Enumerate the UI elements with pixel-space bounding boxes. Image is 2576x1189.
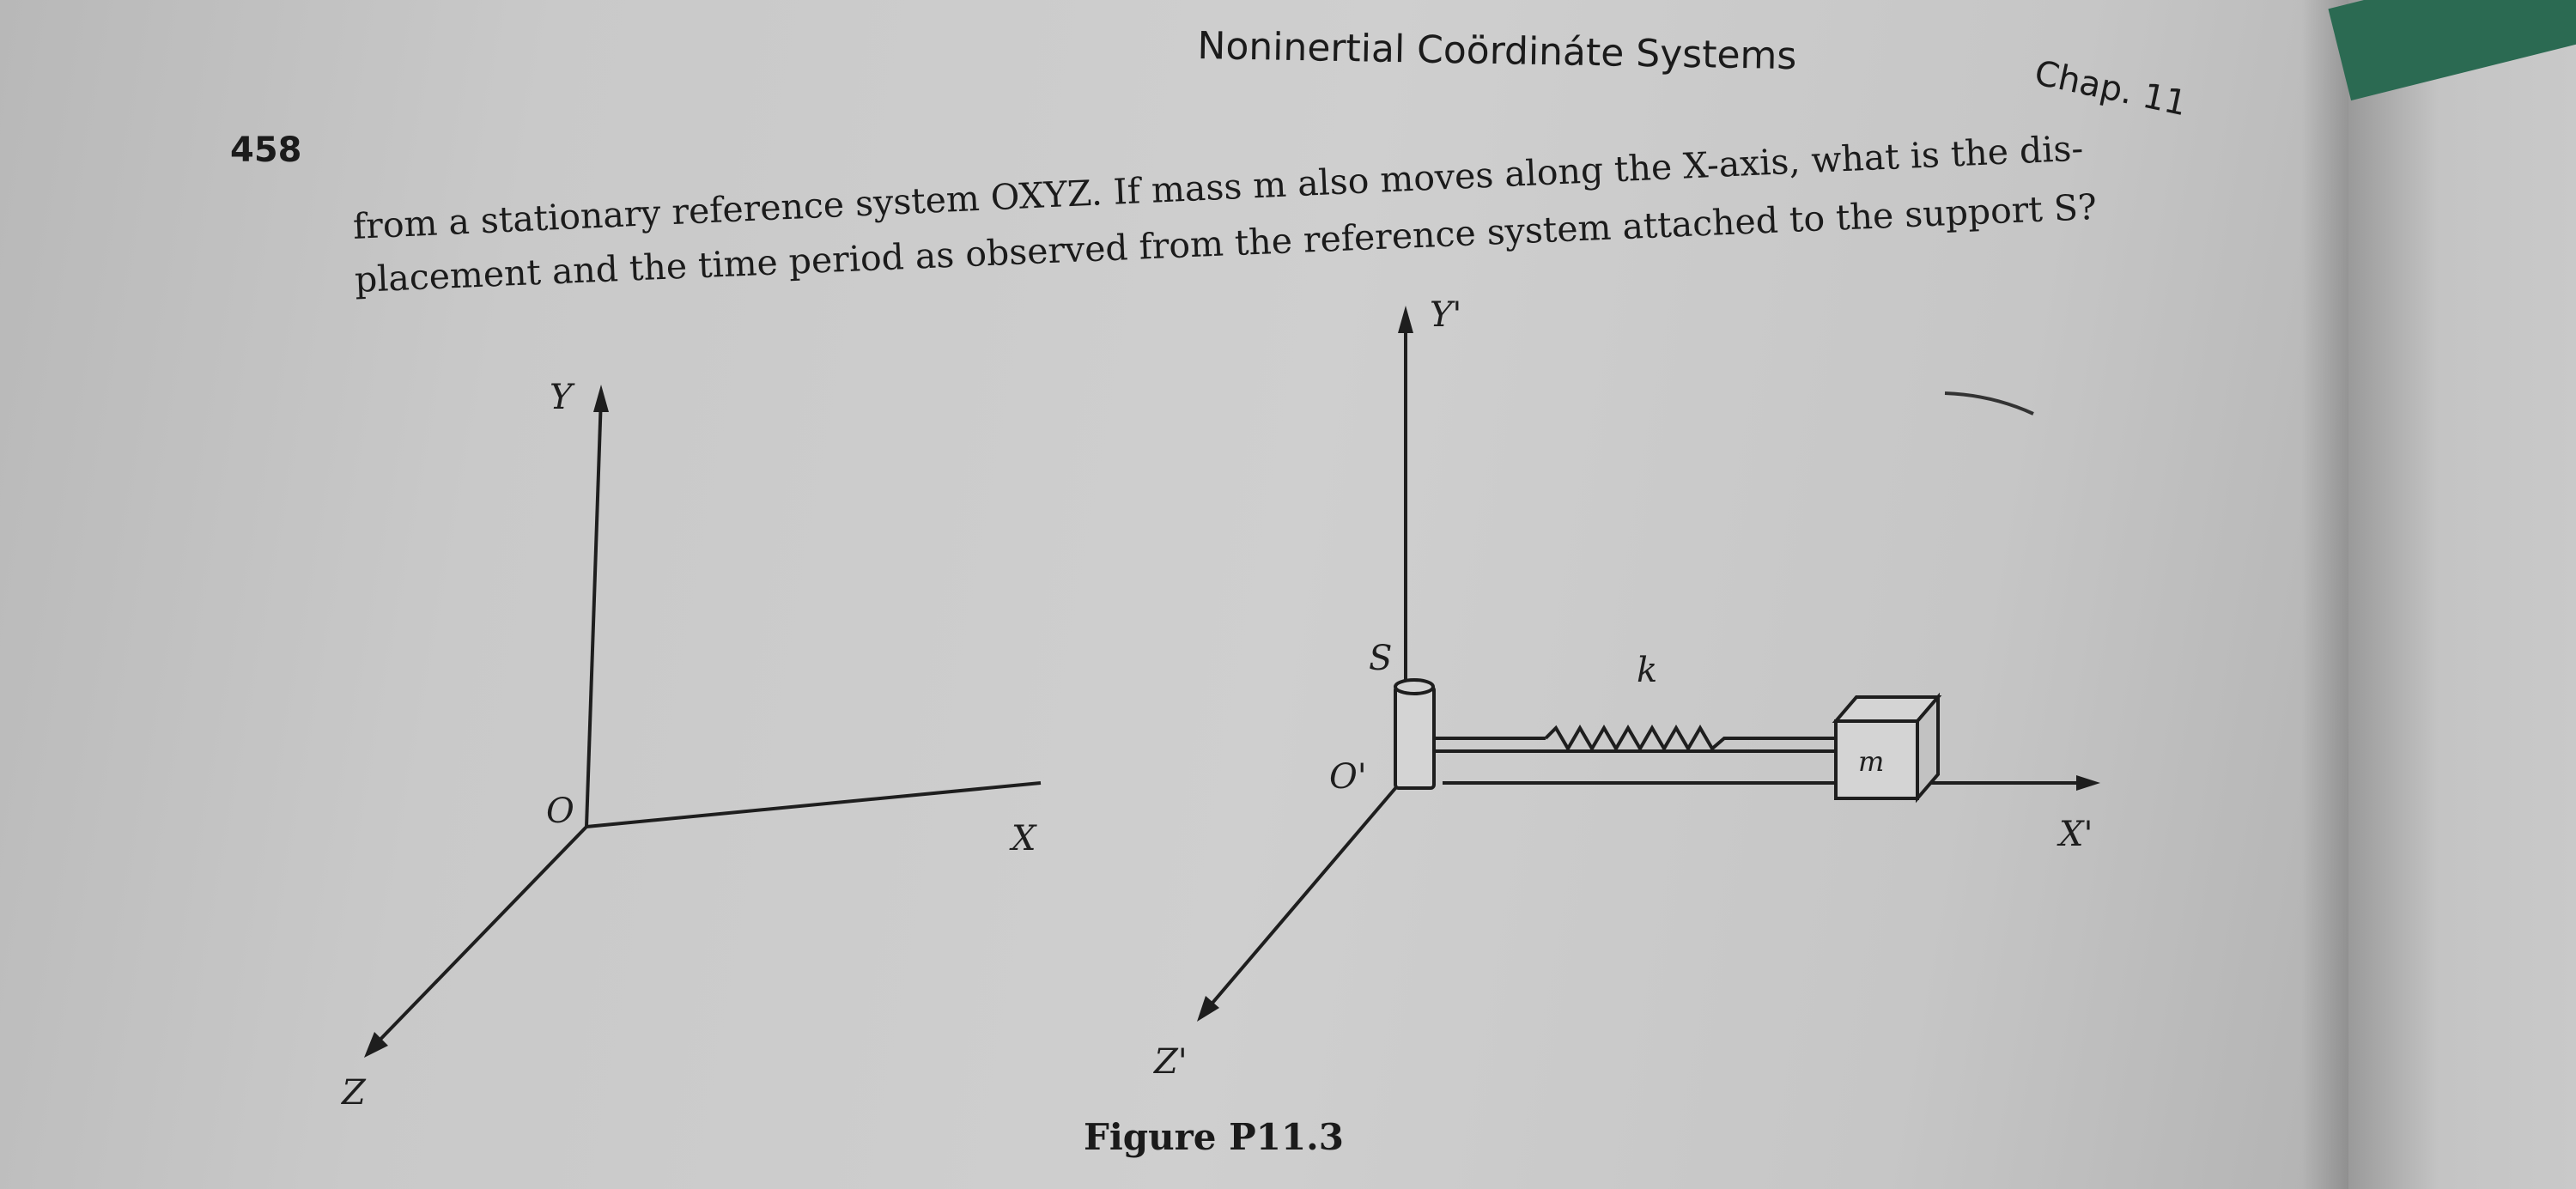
spring-coil (1544, 725, 1838, 752)
right-z-axis (1202, 780, 1403, 1015)
support-post-top (1394, 678, 1435, 695)
mass-block-side (1916, 692, 1940, 804)
left-z-label: Z (340, 1073, 367, 1113)
right-z-label: Z' (1152, 1042, 1188, 1082)
left-origin-label: O (546, 792, 574, 831)
right-axes: Y' S O' k m X' Z' (1152, 295, 2100, 1082)
spring-constant-label: k (1637, 651, 1657, 690)
right-z-arrowhead (1197, 996, 1219, 1022)
left-z-axis (369, 825, 588, 1051)
right-x-label: X' (2057, 815, 2093, 854)
facing-page-edge (2348, 0, 2576, 1189)
figure-caption: Figure P11.3 (1084, 1116, 1345, 1158)
right-origin-label: O' (1329, 757, 1367, 797)
pencil-mark (1944, 391, 2034, 416)
left-axes: Y O X Z (340, 378, 1042, 1113)
right-x-arrowhead (2076, 775, 2100, 791)
page-number: 458 (230, 130, 302, 170)
left-y-axis (585, 396, 603, 828)
right-y-label: Y' (1430, 295, 1461, 335)
left-x-axis (586, 781, 1042, 828)
support-post (1394, 685, 1436, 790)
left-y-label: Y (550, 378, 575, 417)
support-label: S (1369, 639, 1392, 678)
left-z-arrowhead (364, 1032, 388, 1058)
left-y-arrowhead (593, 385, 609, 412)
mass-label: m (1858, 745, 1884, 778)
right-y-arrowhead (1398, 306, 1413, 333)
left-x-label: X (1009, 819, 1037, 858)
